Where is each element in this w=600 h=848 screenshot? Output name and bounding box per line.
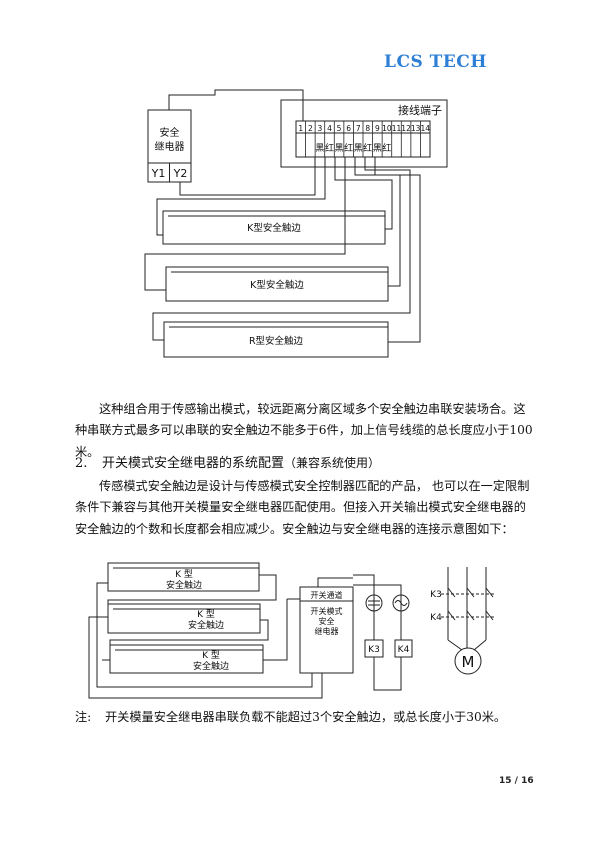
note-label: 注: — [75, 710, 92, 724]
wire-color-label: 红 — [363, 142, 372, 154]
terminal-number: 2 — [308, 124, 313, 133]
k4-box-label: K4 — [398, 645, 410, 655]
switch-channel-label: 开关通道 — [311, 590, 343, 600]
edge2-label-3a: K 型 — [202, 650, 220, 661]
note-text: 开关模量安全继电器串联负载不能超过3个安全触边，或总长度小于30米。 — [105, 710, 507, 724]
paragraph-sensing-mode: 这种组合用于传感输出模式，较远距离分离区域多个安全触边串联安装场合。这种串联方式… — [75, 402, 533, 459]
relay-terminal-y1: Y1 — [151, 167, 166, 180]
wire-color-label: 黑 — [354, 143, 363, 154]
edge-label-2: K型安全触边 — [250, 279, 304, 291]
footnote: 注: 开关模量安全继电器串联负载不能超过3个安全触边，或总长度小于30米。 — [75, 707, 506, 725]
section-heading: 2. 开关模式安全继电器的系统配置（兼容系统使用） — [75, 452, 380, 471]
k3-box-label: K3 — [368, 645, 380, 655]
wire-color-label: 红 — [344, 142, 353, 154]
motor-label: M — [462, 653, 475, 671]
terminal-title: 接线端子 — [398, 103, 442, 117]
k4-contact-label: K4 — [430, 613, 442, 623]
wire-color-label: 红 — [382, 142, 391, 154]
wire-color-label: 黑 — [315, 143, 324, 154]
edge2-label-2a: K 型 — [197, 609, 215, 620]
section-title: 开关模式安全继电器的系统配置 — [102, 456, 285, 471]
terminal-number: 11 — [392, 124, 402, 133]
wire-color-label: 黑 — [335, 143, 344, 154]
section-number: 2. — [75, 456, 88, 471]
relay2-line3: 继电器 — [315, 626, 339, 636]
terminal-number: 6 — [346, 124, 351, 133]
terminal-number: 4 — [327, 124, 332, 133]
edge-label-1: K型安全触边 — [247, 222, 301, 234]
relay-terminal-y2: Y2 — [173, 167, 188, 180]
terminal-number: 12 — [401, 124, 411, 133]
edge2-label-1b: 安全触边 — [166, 579, 202, 591]
relay2-line1: 开关模式 — [311, 606, 343, 616]
page-number: 15 / 16 — [499, 776, 534, 786]
terminal-number: 5 — [337, 124, 342, 133]
terminal-number: 1 — [298, 124, 303, 133]
wire-color-label: 红 — [325, 142, 334, 154]
terminal-number: 9 — [375, 124, 380, 133]
terminal-number: 8 — [365, 124, 370, 133]
paragraph-switch-mode: 传感模式安全触边是设计与传感模式安全控制器匹配的产品， 也可以在一定限制条件下兼… — [75, 479, 530, 536]
edge-label-3: R型安全触边 — [249, 335, 304, 347]
brand-logo: LCS TECH — [384, 52, 487, 72]
edge2-label-3b: 安全触边 — [193, 660, 229, 672]
terminal-number: 3 — [318, 124, 323, 133]
terminal-number: 14 — [420, 124, 430, 133]
edge2-label-2b: 安全触边 — [188, 619, 224, 631]
terminal-number: 13 — [411, 124, 421, 133]
relay-label-line1: 安全 — [160, 126, 180, 139]
relay2-line2: 安全 — [319, 616, 335, 626]
section-subtitle: （兼容系统使用） — [284, 456, 381, 470]
relay-label-line2: 继电器 — [155, 140, 185, 153]
terminal-number: 7 — [356, 124, 361, 133]
k3-contact-label: K3 — [430, 590, 442, 600]
terminal-number: 10 — [382, 124, 392, 133]
edge2-label-1a: K 型 — [175, 569, 193, 580]
wire-color-label: 黑 — [373, 143, 382, 154]
